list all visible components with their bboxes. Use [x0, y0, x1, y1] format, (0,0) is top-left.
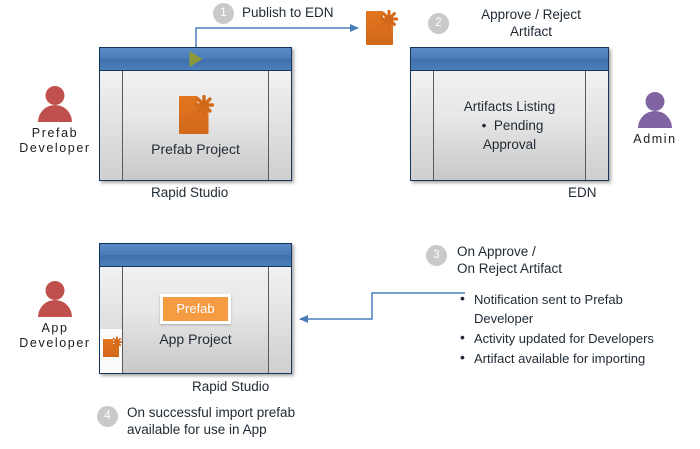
artifact-icon[interactable]: [103, 336, 123, 357]
prefab-project-window-caption: Rapid Studio: [151, 185, 229, 200]
step-text-2-line2: Artifact: [509, 24, 552, 39]
edn-window-caption: EDN: [568, 185, 597, 200]
actor-admin: Admin: [620, 90, 690, 147]
app-project-window-caption: Rapid Studio: [192, 379, 270, 394]
left-pane: [100, 267, 123, 373]
connector-publish-to-edn: [195, 24, 359, 47]
artifact-icon: [178, 94, 214, 134]
window-title-bar: [100, 48, 291, 71]
list-item: Activity updated for Developers: [458, 328, 683, 348]
edn-window[interactable]: Artifacts Listing • Pending Approval: [410, 47, 609, 181]
right-pane: [585, 71, 608, 180]
artifact-tray[interactable]: [100, 329, 123, 373]
actor-label-line2: Developer: [19, 336, 91, 350]
window-body: Artifacts Listing • Pending Approval: [411, 71, 608, 180]
center-pane: Prefab Project: [123, 71, 268, 180]
step-badge-1: 1: [213, 3, 234, 24]
connector-on-approve-reject: [299, 292, 465, 323]
step-text-3-line1: On Approve /: [457, 244, 536, 259]
person-icon: [32, 84, 78, 126]
left-pane: [411, 71, 434, 180]
artifacts-listing: Artifacts Listing • Pending Approval: [464, 97, 556, 154]
left-pane: [100, 71, 123, 180]
prefab-chip[interactable]: Prefab: [160, 293, 231, 324]
person-icon: [632, 90, 678, 132]
actor-label-line1: Prefab: [31, 126, 79, 140]
project-label: App Project: [159, 330, 232, 347]
step-text-4: On successful import prefab available fo…: [127, 404, 295, 438]
window-title-bar: [411, 48, 608, 71]
right-pane: [268, 71, 291, 180]
step-text-1: Publish to EDN: [242, 4, 334, 21]
project-label: Prefab Project: [151, 141, 240, 157]
center-pane: Prefab App Project: [123, 267, 268, 373]
step-badge-3: 3: [426, 245, 447, 266]
actor-prefab-developer: Prefab Developer: [14, 84, 96, 156]
actor-label-line2: Developer: [19, 141, 91, 155]
center-pane: Artifacts Listing • Pending Approval: [434, 71, 585, 180]
list-item: Artifact available for importing: [458, 348, 683, 368]
window-body: Prefab Project: [100, 71, 291, 180]
step-text-1-line1: Publish to EDN: [242, 5, 334, 20]
prefab-project-window[interactable]: Prefab Project: [99, 47, 292, 181]
burst-icon: [111, 336, 123, 348]
outcome-list: Notification sent to Prefab Developer Ac…: [458, 289, 683, 369]
app-project-window[interactable]: Prefab App Project: [99, 243, 292, 374]
actor-label-line1: App: [41, 321, 69, 335]
step-text-3: On Approve / On Reject Artifact: [457, 243, 562, 277]
step-badge-2: 2: [428, 13, 449, 34]
play-triangle-icon[interactable]: [189, 51, 202, 67]
burst-icon: [379, 9, 399, 29]
artifacts-listing-heading: Artifacts Listing: [463, 99, 556, 114]
step-text-3-line2: On Reject Artifact: [457, 261, 563, 276]
artifacts-listing-bullet: • Pending: [481, 118, 544, 133]
published-artifact-icon: [366, 9, 399, 45]
actor-app-developer: App Developer: [14, 279, 96, 351]
person-icon: [32, 279, 78, 321]
step-text-2-line1: Approve / Reject: [481, 7, 581, 22]
burst-icon: [193, 95, 214, 115]
step-badge-4: 4: [97, 406, 118, 427]
actor-label-line1: Admin: [633, 132, 677, 146]
step-text-4-line2: available for use in App: [127, 422, 267, 437]
step-text-2: Approve / Reject Artifact: [456, 6, 606, 40]
step-text-4-line1: On successful import prefab: [127, 405, 296, 420]
window-title-bar: [100, 244, 291, 267]
right-pane: [268, 267, 291, 373]
artifacts-listing-bullet-cont: Approval: [482, 137, 537, 152]
list-item: Notification sent to Prefab Developer: [458, 289, 683, 328]
window-body: Prefab App Project: [100, 267, 291, 373]
